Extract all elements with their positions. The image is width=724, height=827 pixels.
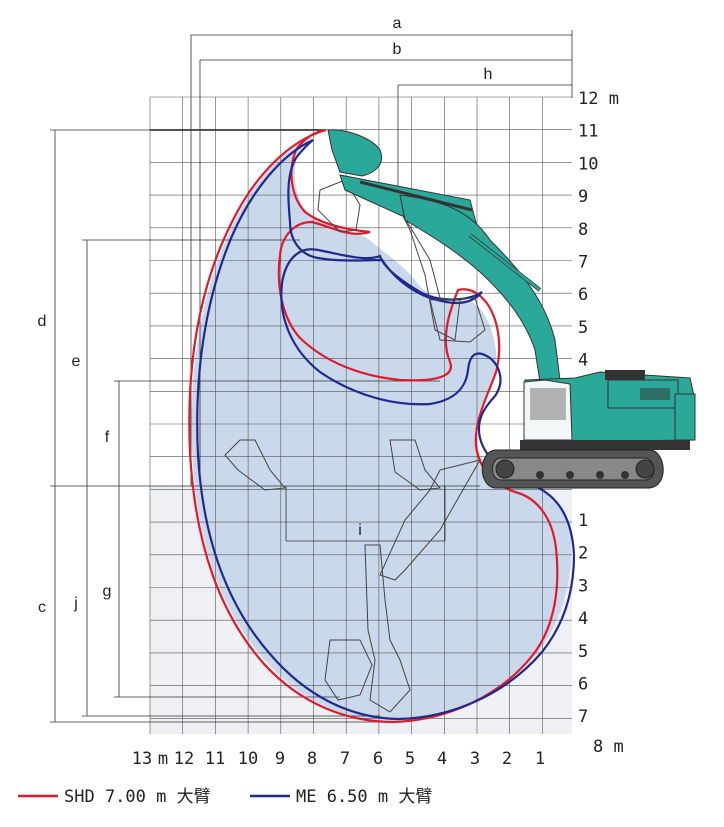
legend-label-me: ME 6.50 m 大臂 <box>296 787 432 807</box>
excavator-illustration <box>327 129 696 489</box>
x-tick-label: 7 <box>340 749 350 769</box>
y-tick-label-lower: 1 <box>578 511 588 531</box>
y-tick-label-upper: 12 m <box>578 89 619 109</box>
x-tick-label: 9 <box>275 749 285 769</box>
dim-g-label: g <box>103 583 112 600</box>
legend-label-shd: SHD 7.00 m 大臂 <box>64 787 211 807</box>
x-tick-label: 6 <box>373 749 383 769</box>
x-tick-label: 12 <box>174 749 194 769</box>
y-tick-label-upper: 5 <box>578 318 588 338</box>
y-tick-label-lower: 5 <box>578 642 588 662</box>
x-tick-label: 1 <box>535 749 545 769</box>
y-tick-label-upper: 7 <box>578 253 588 273</box>
x-tick-label: 10 <box>238 749 258 769</box>
x-tick-label: 5 <box>405 749 415 769</box>
x-tick-label: 11 <box>205 749 225 769</box>
legend: SHD 7.00 m 大臂 ME 6.50 m 大臂 <box>18 787 432 807</box>
y-tick-label-upper: 6 <box>578 285 588 305</box>
curve-shd-700 <box>188 128 559 724</box>
curve-me-650 <box>196 138 576 721</box>
y-tick-label-upper: 10 <box>578 154 598 174</box>
y-axis-ticks: 12 m 11 10 9 8 7 6 5 4 1 2 3 4 5 6 7 <box>578 89 619 727</box>
y-tick-label-lower: 7 <box>578 707 588 727</box>
y-tick-label-upper: 8 <box>578 220 588 240</box>
dim-i-label: i <box>358 522 362 539</box>
dim-d-label: d <box>38 313 47 330</box>
y-tick-label-lower: 3 <box>578 576 588 596</box>
x-tick-label: 13 <box>132 749 152 769</box>
y-tick-label-upper: 9 <box>578 187 588 207</box>
dimension-lines <box>50 30 573 723</box>
dim-j-label: j <box>73 595 78 612</box>
dim-e-label: e <box>72 353 81 370</box>
x-tick-label: 3 <box>470 749 480 769</box>
dim-h-label: h <box>484 66 493 83</box>
dim-a-label: a <box>393 15 402 32</box>
dim-f-label: f <box>105 429 110 446</box>
y-tick-label-upper: 4 <box>578 351 588 371</box>
working-range-area <box>191 133 572 722</box>
x-axis-unit: 8 m <box>593 737 624 757</box>
dim-c-label: c <box>38 599 46 616</box>
y-tick-label-lower: 2 <box>578 544 588 564</box>
x-tick-label: 2 <box>502 749 512 769</box>
x-tick-label: 4 <box>437 749 447 769</box>
x-tick-label: 8 <box>307 749 317 769</box>
x-axis-ticks: 13 m 12 11 10 9 8 7 6 5 4 3 2 1 <box>132 749 545 769</box>
y-tick-label-lower: 4 <box>578 609 588 629</box>
y-tick-label-lower: 6 <box>578 675 588 695</box>
x-tick-label: m <box>158 749 168 769</box>
dim-b-label: b <box>393 41 402 58</box>
y-tick-label-upper: 11 <box>578 122 598 142</box>
